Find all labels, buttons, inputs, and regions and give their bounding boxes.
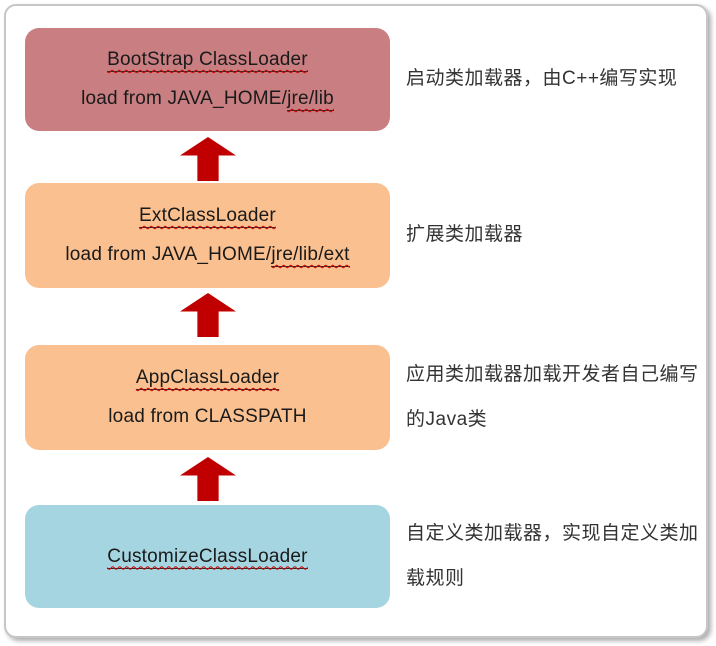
node-subtitle-prefix: load from CLASSPATH [108,406,307,427]
node-subtitle: load from CLASSPATH [108,406,306,428]
node-title-text: ExtClassLoader [139,205,276,228]
node-bootstrap-classloader: BootStrap ClassLoader load from JAVA_HOM… [25,28,390,131]
annotation-bootstrap: 启动类加载器，由C++编写实现 [406,28,706,131]
row-ext: ExtClassLoader load from JAVA_HOME/jre/l… [0,183,716,288]
row-customize: CustomizeClassLoader 自定义类加载器，实现自定义类加载规则 [0,505,716,608]
node-subtitle-path: jre/lib/ext [271,244,350,267]
annotation-text: 自定义类加载器，实现自定义类加载规则 [406,522,699,589]
node-title: AppClassLoader [135,367,280,390]
node-ext-classloader: ExtClassLoader load from JAVA_HOME/jre/l… [25,183,390,288]
annotation-text: 扩展类加载器 [406,224,524,246]
annotation-text: 应用类加载器加载开发者自己编写的Java类 [406,363,699,430]
node-subtitle-prefix: load from JAVA_HOME/ [65,244,272,265]
annotation-ext: 扩展类加载器 [406,183,706,288]
node-title-text: BootStrap ClassLoader [107,49,308,72]
node-title: ExtClassLoader [139,205,276,228]
node-title-text: CustomizeClassLoader [107,545,308,569]
node-subtitle-path: jre/lib [287,88,334,111]
node-customize-classloader: CustomizeClassLoader [25,505,390,608]
node-subtitle-prefix: load from JAVA_HOME/ [81,88,288,109]
node-title: CustomizeClassLoader [107,545,308,569]
node-title-text: AppClassLoader [135,367,280,390]
row-app: AppClassLoader load from CLASSPATH 应用类加载… [0,345,716,450]
annotation-app: 应用类加载器加载开发者自己编写的Java类 [406,345,706,450]
row-bootstrap: BootStrap ClassLoader load from JAVA_HOM… [0,28,716,131]
node-title: BootStrap ClassLoader [107,49,308,72]
annotation-text: 启动类加载器，由C++编写实现 [406,68,678,90]
node-subtitle: load from JAVA_HOME/jre/lib [81,88,334,111]
node-subtitle: load from JAVA_HOME/jre/lib/ext [65,244,350,267]
annotation-customize: 自定义类加载器，实现自定义类加载规则 [406,505,706,608]
node-app-classloader: AppClassLoader load from CLASSPATH [25,345,390,450]
